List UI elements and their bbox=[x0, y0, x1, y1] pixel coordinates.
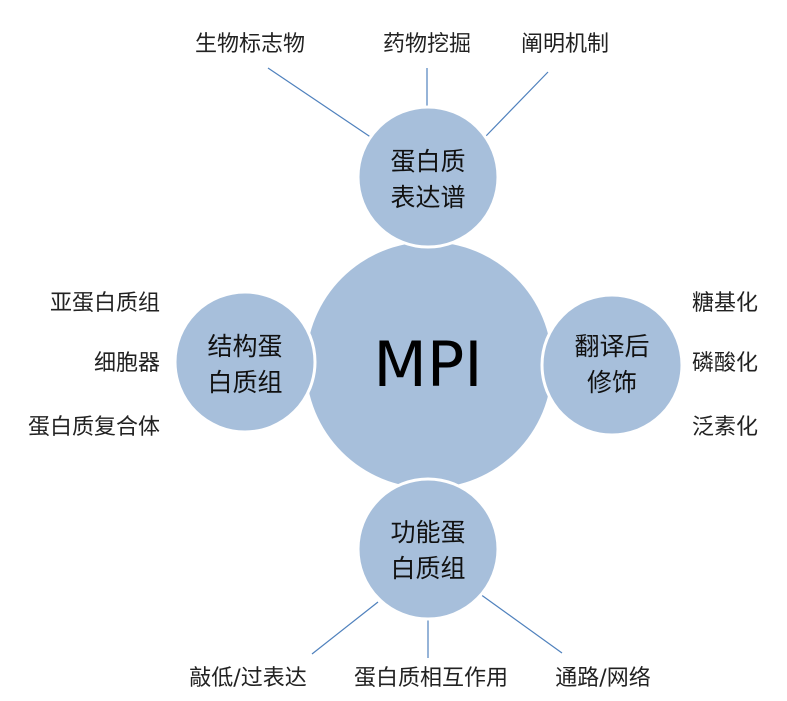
node-bottom bbox=[356, 477, 500, 621]
node-right bbox=[540, 293, 684, 437]
leaf-bottom-3: 通路/网络 bbox=[555, 666, 650, 691]
leaf-top-3: 阐明机制 bbox=[521, 32, 609, 57]
node-left-line-1: 结构蛋 bbox=[207, 332, 282, 361]
leaf-left-1: 亚蛋白质组 bbox=[50, 291, 160, 316]
leaf-top-2: 药物挖掘 bbox=[383, 32, 471, 57]
connector-bottom-left bbox=[311, 601, 379, 655]
leaf-right-2: 磷酸化 bbox=[692, 351, 758, 376]
leaf-bottom-1: 敲低/过表达 bbox=[189, 666, 306, 691]
connector-top-right bbox=[485, 71, 549, 137]
node-top bbox=[356, 105, 500, 249]
node-right-line-1: 翻译后 bbox=[574, 332, 649, 361]
leaf-top-1: 生物标志物 bbox=[195, 32, 305, 57]
node-top-line-2: 表达谱 bbox=[390, 183, 465, 212]
connector-top-left bbox=[267, 67, 373, 139]
node-left-line-2: 白质组 bbox=[207, 368, 282, 397]
node-top-line-1: 蛋白质 bbox=[390, 147, 465, 176]
center-label: MPI bbox=[373, 328, 482, 401]
connector-bottom-right bbox=[479, 593, 563, 654]
leaf-left-2: 细胞器 bbox=[94, 351, 160, 376]
leaf-right-3: 泛素化 bbox=[692, 415, 758, 440]
node-bottom-line-2: 白质组 bbox=[390, 554, 465, 583]
leaf-right-1: 糖基化 bbox=[692, 291, 758, 316]
center-circle bbox=[306, 242, 552, 488]
node-left bbox=[173, 290, 317, 434]
node-bottom-line-1: 功能蛋 bbox=[390, 518, 465, 547]
leaf-bottom-2: 蛋白质相互作用 bbox=[354, 666, 508, 691]
node-right-line-2: 修饰 bbox=[587, 368, 637, 397]
leaf-left-3: 蛋白质复合体 bbox=[28, 415, 160, 440]
